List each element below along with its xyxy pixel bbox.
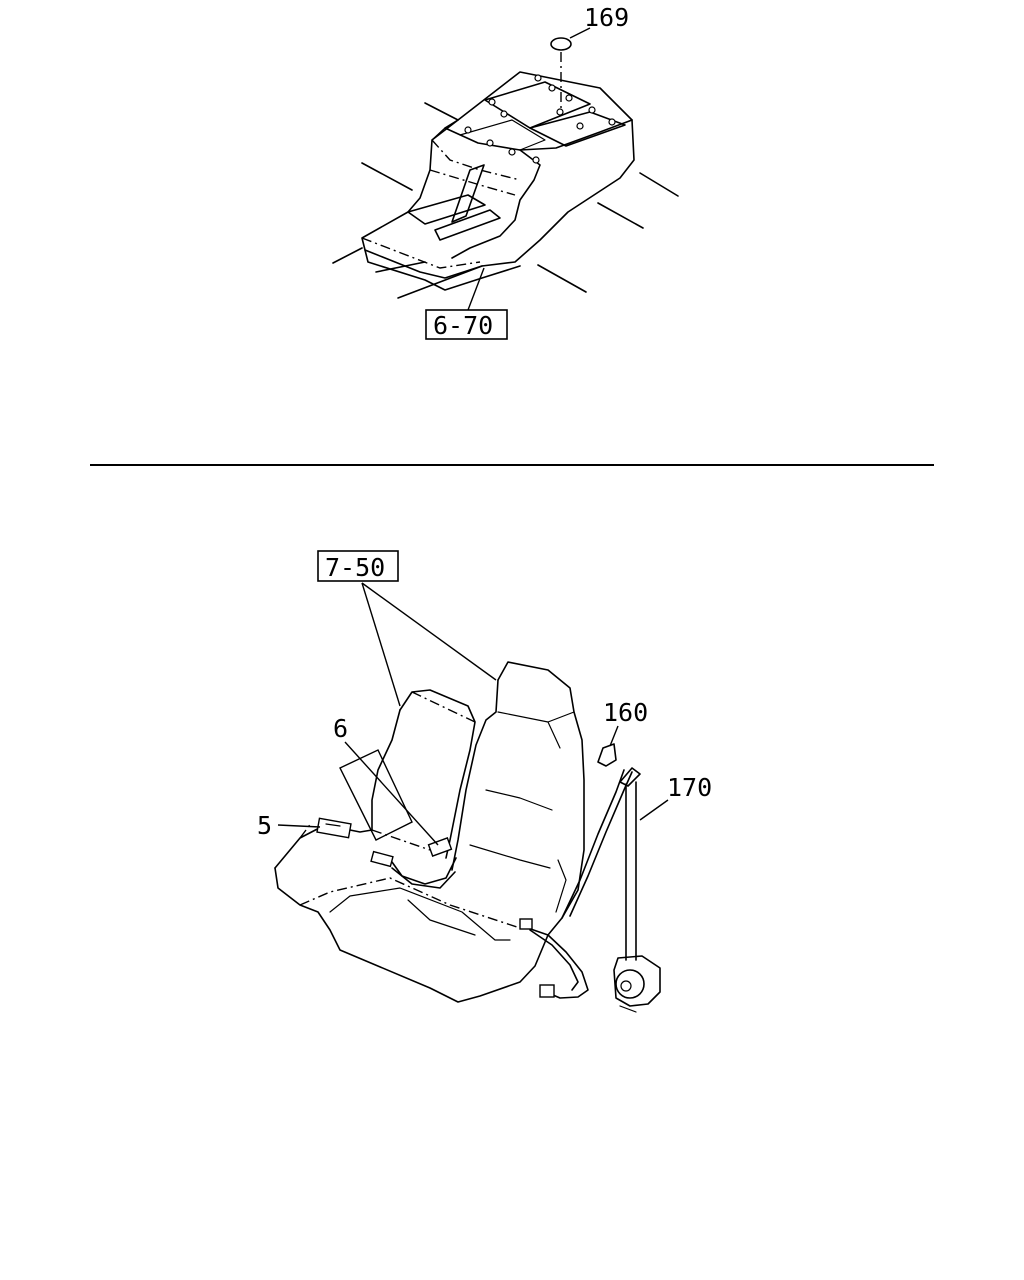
part-5-buckle — [316, 817, 352, 839]
reference-label-7-50: 7-50 — [325, 553, 385, 582]
seat-drawing — [274, 661, 633, 1003]
reference-label-6-70: 6-70 — [433, 311, 493, 340]
part-number-169: 169 — [584, 3, 629, 32]
part-number-6: 6 — [333, 714, 348, 743]
part-number-5: 5 — [257, 811, 272, 840]
part-number-160: 160 — [603, 698, 648, 727]
floor-console-drawing — [332, 71, 679, 299]
part-170-retractor — [613, 767, 661, 1013]
reference-box-7-50 — [317, 550, 399, 582]
part-169-plug — [550, 37, 572, 51]
part-160-cover — [597, 743, 617, 767]
reference-box-6-70 — [425, 309, 508, 340]
part-number-170: 170 — [667, 773, 712, 802]
